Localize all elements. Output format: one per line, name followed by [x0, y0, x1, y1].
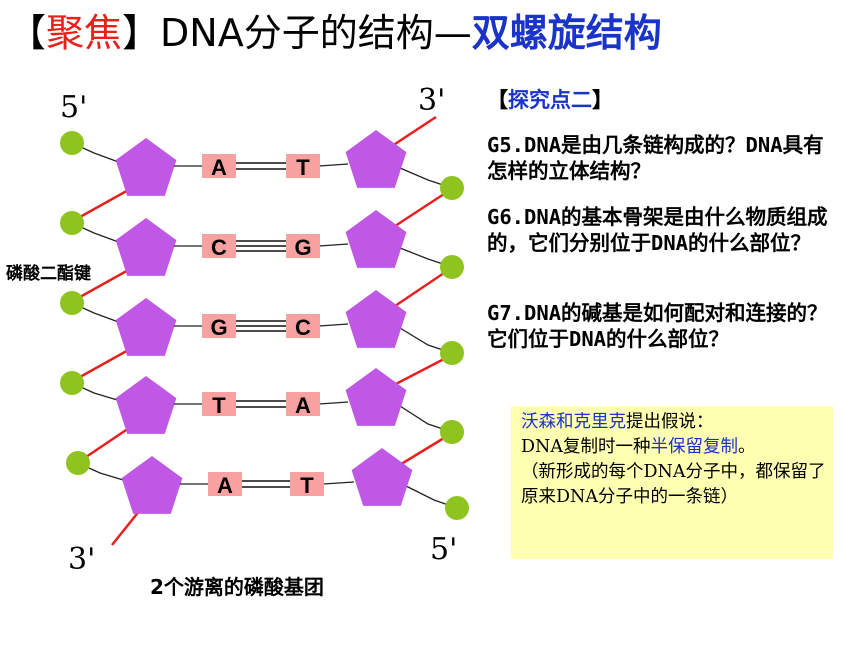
- question-g5: G5.DNA是由几条链构成的？DNA具有怎样的立体结构？: [487, 133, 824, 183]
- note-text-1: 提出假说：: [626, 412, 714, 432]
- title-sub: 双螺旋结构: [471, 11, 662, 55]
- left-phosphodiester-bond: [79, 266, 133, 299]
- left-deoxyribose-pentagon: [115, 376, 177, 434]
- right-base-letter: C: [295, 315, 311, 340]
- end-label-bottom-left: 3': [68, 542, 96, 577]
- right-deoxyribose-pentagon: [345, 210, 407, 268]
- end-label-top-left: 5': [60, 90, 88, 125]
- right-sugar-base-link: [318, 323, 349, 327]
- left-base-box: [202, 392, 236, 416]
- left-phosphate-circle: [60, 371, 84, 395]
- phosphodiester-bond-label: 磷酸二酯键: [6, 264, 91, 284]
- left-phosphate-circle: [60, 291, 84, 315]
- left-phosphodiester-bond: [85, 424, 133, 459]
- left-3prime-end: [111, 509, 141, 546]
- title-main: DNA分子的结构—: [160, 11, 472, 55]
- right-sugar-base-link: [318, 243, 349, 247]
- end-label-top-right: 3': [418, 83, 446, 118]
- left-phosphodiester-bond: [79, 346, 133, 379]
- right-3prime-end: [391, 115, 437, 148]
- right-sugar-base-link: [318, 163, 349, 167]
- right-sugar-base-link: [322, 481, 355, 485]
- left-base-letter: A: [211, 155, 227, 180]
- left-phosphate-circle: [60, 211, 84, 235]
- right-deoxyribose-pentagon: [345, 368, 407, 426]
- section-close-bracket: 】: [592, 88, 613, 112]
- right-phosphate-circle: [445, 496, 469, 520]
- dna-structure-diagram: A T C G G C T A A T: [60, 115, 469, 546]
- right-deoxyribose-pentagon: [345, 130, 407, 188]
- left-deoxyribose-pentagon: [121, 456, 183, 514]
- right-base-box: [286, 234, 320, 258]
- section-label: 探究点二: [508, 88, 592, 112]
- right-base-letter: T: [300, 473, 314, 498]
- note-text-3: 。: [737, 437, 756, 457]
- note-text-4: （新形成的每个DNA分子中，都保留了原来DNA分子中的一条链）: [521, 462, 826, 507]
- left-deoxyribose-pentagon: [115, 138, 177, 196]
- right-phosphodiester-bond: [391, 192, 445, 230]
- right-base-box: [290, 472, 324, 496]
- hypothesis-note: 沃森和克里克提出假说： DNA复制时一种半保留复制。 （新形成的每个DNA分子中…: [511, 406, 833, 559]
- title-close-bracket: 】: [122, 11, 161, 55]
- right-phosphodiester-bond: [391, 271, 445, 310]
- left-base-box: [202, 234, 236, 258]
- right-phosphodiester-bond: [391, 357, 445, 388]
- question-g7: G7.DNA的碱基是如何配对和连接的？它们位于DNA的什么部位？: [487, 301, 828, 351]
- free-phosphate-caption: 2个游离的磷酸基团: [150, 575, 324, 599]
- right-deoxyribose-pentagon: [351, 448, 413, 506]
- right-base-box: [286, 314, 320, 338]
- left-base-letter: A: [217, 473, 233, 498]
- right-base-letter: T: [296, 155, 310, 180]
- note-scientists: 沃森和克里克: [521, 412, 626, 432]
- section-open-bracket: 【: [487, 88, 508, 112]
- right-base-box: [286, 154, 320, 178]
- right-phosphate-circle: [440, 420, 464, 444]
- title-focus: 聚焦: [46, 11, 123, 55]
- left-base-letter: T: [212, 393, 226, 418]
- right-phosphate-circle: [440, 341, 464, 365]
- left-base-box: [202, 314, 236, 338]
- title-open-bracket: 【: [8, 11, 47, 55]
- question-g6: G6.DNA的基本骨架是由什么物质组成的，它们分别位于DNA的什么部位？: [487, 205, 828, 255]
- right-base-box: [286, 392, 320, 416]
- section-heading: 【探究点二】: [487, 84, 613, 114]
- left-base-letter: C: [211, 235, 227, 260]
- right-deoxyribose-pentagon: [345, 290, 407, 348]
- left-base-box: [202, 154, 236, 178]
- right-phosphate-circle: [440, 176, 464, 200]
- left-base-box: [208, 472, 242, 496]
- left-deoxyribose-pentagon: [115, 218, 177, 276]
- left-phosphate-circle: [66, 451, 90, 475]
- note-term: 半保留复制: [650, 437, 738, 457]
- note-text-2: DNA复制时一种: [521, 437, 651, 457]
- right-sugar-base-link: [318, 401, 349, 405]
- left-phosphate-circle: [60, 131, 84, 155]
- slide-title: 【聚焦】DNA分子的结构—双螺旋结构: [8, 8, 662, 58]
- left-deoxyribose-pentagon: [115, 298, 177, 356]
- right-base-letter: G: [294, 235, 311, 260]
- right-phosphate-circle: [440, 255, 464, 279]
- left-base-letter: G: [210, 315, 227, 340]
- end-label-bottom-right: 5': [430, 532, 458, 567]
- right-phosphodiester-bond: [397, 436, 445, 468]
- left-phosphodiester-bond: [79, 186, 133, 219]
- right-base-letter: A: [295, 393, 311, 418]
